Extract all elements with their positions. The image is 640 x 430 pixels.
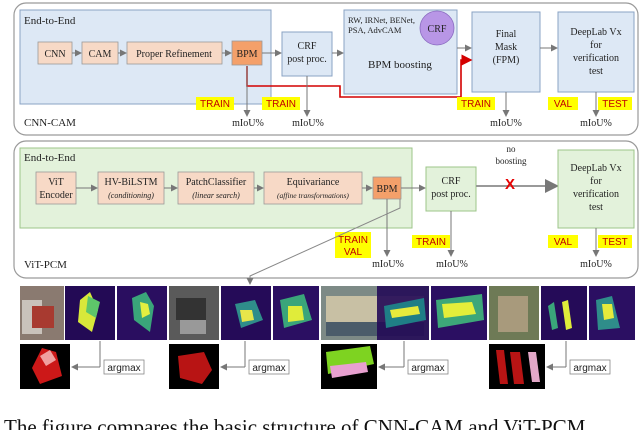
- cnn-bpm-label: BPM: [236, 49, 257, 60]
- patch-classifier-title: PatchClassifier: [186, 177, 247, 188]
- cnn-label: CNN: [44, 49, 65, 60]
- hv-bilstm-title: HV-BiLSTM: [105, 177, 158, 188]
- no-boosting-line1: no: [507, 144, 517, 154]
- vit-section-label: ViT-PCM: [24, 259, 67, 271]
- vit-train-tag-label: TRAIN: [416, 237, 446, 248]
- example-group-4: argmax: [489, 286, 635, 389]
- vit-deeplab-line2: for: [590, 176, 602, 187]
- vit-train-val-tag: [335, 232, 371, 258]
- crf-circle-label: CRF: [428, 24, 447, 35]
- argmax-label-4: argmax: [573, 363, 606, 374]
- cnn-train-tag-1: [196, 97, 234, 110]
- argmax-box-2: [248, 359, 290, 375]
- equivariance-title: Equivariance: [287, 177, 340, 188]
- argmax-box-1: [103, 359, 145, 375]
- vit-test-tag-label: TEST: [602, 237, 628, 248]
- cnn-cam-section-label: CNN-CAM: [24, 117, 76, 129]
- cnn-cam-section: End-to-End CNN-CAM CNN CAM Proper Refine…: [13, 2, 639, 136]
- cnn-deeplab-line4: test: [589, 66, 603, 77]
- vit-val-tag-label: VAL: [554, 237, 573, 248]
- cnn-crf-line2: post proc.: [287, 54, 326, 65]
- cnn-deeplab-line2: for: [590, 40, 602, 51]
- boosting-methods-line1: RW, IRNet, BENet,: [348, 15, 415, 25]
- final-mask-box: [471, 11, 541, 93]
- vit-miou-2: mIoU%: [436, 259, 468, 270]
- cnn-test-tag: [598, 97, 632, 110]
- proper-refinement-label: Proper Refinement: [136, 49, 212, 60]
- final-mask-line1: Final: [496, 29, 517, 40]
- final-mask-line2: Mask: [495, 42, 517, 53]
- vit-crf-box: [425, 166, 477, 212]
- vit-crf-line1: CRF: [442, 176, 461, 187]
- vit-bpm-label: BPM: [376, 184, 397, 195]
- figure-caption: The figure compares the basic structure …: [4, 415, 586, 430]
- example-group-3: argmax: [321, 286, 487, 389]
- bpm-boosting-label: BPM boosting: [368, 59, 432, 71]
- cnn-miou-3: mIoU%: [490, 118, 522, 129]
- vit-encoder-line1: ViT: [48, 177, 64, 188]
- vit-end-to-end-label: End-to-End: [24, 152, 76, 164]
- cnn-val-tag: [548, 97, 578, 110]
- cnn-train-tag-1-label: TRAIN: [200, 99, 230, 110]
- vit-pcm-section: End-to-End ViT-PCM ViT Encoder HV-BiLSTM…: [13, 140, 639, 285]
- cnn-miou-1: mIoU%: [232, 118, 264, 129]
- final-mask-line3: (FPM): [493, 55, 520, 66]
- argmax-label-3: argmax: [411, 363, 444, 374]
- vit-deeplab-line4: test: [589, 202, 603, 213]
- patch-classifier-box: [177, 171, 255, 205]
- equivariance-box: [263, 171, 363, 205]
- vit-deeplab-box: [557, 149, 635, 229]
- cnn-bpm-box: [231, 40, 263, 66]
- cnn-train-tag-3-label: TRAIN: [461, 99, 491, 110]
- vit-test-tag: [598, 235, 632, 248]
- vit-encoder-line2: Encoder: [39, 190, 73, 201]
- cam-label: CAM: [89, 49, 112, 60]
- crf-circle: [419, 10, 455, 46]
- cnn-miou-4: mIoU%: [580, 118, 612, 129]
- cnn-crf-line1: CRF: [298, 41, 317, 52]
- cnn-train-tag-2: [262, 97, 300, 110]
- argmax-label-2: argmax: [252, 363, 285, 374]
- example-group-1: argmax: [20, 286, 167, 389]
- argmax-label-1: argmax: [107, 363, 140, 374]
- patch-classifier-sub: (linear search): [192, 191, 240, 200]
- vit-miou-3: mIoU%: [580, 259, 612, 270]
- vit-train-val-line1: TRAIN: [338, 235, 368, 246]
- equivariance-sub: (affine transformations): [277, 191, 349, 200]
- vit-crf-line2: post proc.: [431, 189, 470, 200]
- example-group-2: argmax: [169, 286, 319, 389]
- hv-bilstm-sub: (conditioning): [108, 191, 154, 200]
- vit-val-tag: [548, 235, 578, 248]
- argmax-box-4: [569, 359, 611, 375]
- cnn-deeplab-line1: DeepLab Vx: [570, 27, 621, 38]
- vit-train-tag: [412, 235, 450, 248]
- example-images: argmax argmax: [20, 286, 635, 389]
- cnn-train-tag-3: [457, 97, 495, 110]
- vit-deeplab-line3: verification: [573, 189, 619, 200]
- cnn-val-tag-label: VAL: [554, 99, 573, 110]
- cnn-deeplab-line3: verification: [573, 53, 619, 64]
- cnn-deeplab-box: [557, 11, 635, 93]
- cnn-test-tag-label: TEST: [602, 99, 628, 110]
- vit-train-val-line2: VAL: [344, 247, 363, 258]
- vit-encoder-box: [35, 171, 77, 205]
- cnn-cam-end-to-end-label: End-to-End: [24, 15, 76, 27]
- vit-deeplab-line1: DeepLab Vx: [570, 163, 621, 174]
- vit-miou-1: mIoU%: [372, 259, 404, 270]
- cnn-miou-2: mIoU%: [292, 118, 324, 129]
- bpm-to-examples-arrow: [246, 199, 401, 285]
- boosting-methods-line2: PSA, AdvCAM: [348, 25, 402, 35]
- no-boosting-line2: boosting: [495, 156, 527, 166]
- cnn-train-tag-2-label: TRAIN: [266, 99, 296, 110]
- no-boosting-cross: X: [505, 176, 515, 193]
- argmax-box-3: [407, 359, 449, 375]
- hv-bilstm-box: [97, 171, 165, 205]
